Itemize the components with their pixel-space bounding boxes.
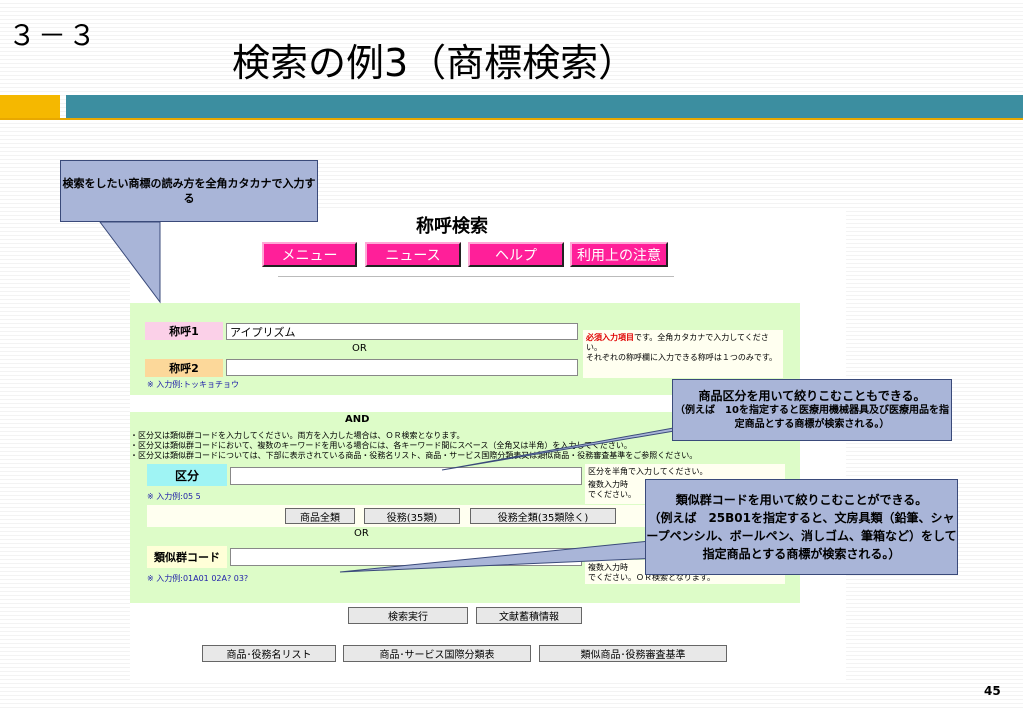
accent-rule	[0, 118, 1023, 120]
search-execute-button[interactable]: 検索実行	[348, 607, 468, 624]
shoko1-label: 称呼1	[145, 322, 223, 340]
required-label: 必須入力項目	[586, 333, 634, 342]
or-label-1: OR	[352, 343, 367, 354]
and-label: AND	[345, 414, 370, 425]
instruction-3: ・区分又は類似群コードについては、下部に表示されている商品・役務名リスト、商品・…	[130, 451, 698, 460]
nav-help-button[interactable]: ヘルプ	[468, 242, 564, 267]
kubun-input[interactable]	[230, 467, 582, 485]
callout-bottom-heading: 類似群コードを用いて絞りこむことができる。	[675, 493, 928, 507]
single-shoko-text: それぞれの称呼欄に入力できる称呼は１つのみです。	[586, 353, 778, 362]
nav-divider	[278, 276, 674, 277]
kubun-note-line1: 区分を半角で入力してください。	[588, 467, 708, 476]
kubun-label: 区分	[147, 464, 227, 486]
services-class35-button[interactable]: 役務(35類)	[364, 508, 460, 524]
kubun-note-line2: 複数入力時	[588, 480, 628, 489]
international-classification-button[interactable]: 商品･サービス国際分類表	[343, 645, 531, 662]
ruiji-note-line1: 複数入力時	[588, 563, 628, 572]
slide-title: 検索の例3（商標検索）	[232, 41, 637, 85]
ruiji-example: ※ 入力例:01A01 02A? 03?	[147, 574, 249, 583]
form-separator	[130, 395, 800, 412]
callout-middle-heading: 商品区分を用いて絞りこむこともできる。	[698, 388, 926, 403]
or-label-2: OR	[354, 528, 369, 539]
ruiji-note-line2: でください。ＯＲ検索となります。	[588, 573, 715, 582]
accent-bar-teal	[66, 95, 1023, 118]
literature-info-button[interactable]: 文献蓄積情報	[476, 607, 582, 624]
callout-middle: 商品区分を用いて絞りこむこともできる。 （例えば 10を指定すると医療用機械器具…	[672, 379, 952, 441]
services-all-except35-button[interactable]: 役務全類(35類除く)	[470, 508, 616, 524]
middle-callout-pointer	[441, 424, 711, 471]
search-heading: 称呼検索	[416, 216, 488, 237]
instructions: ・区分又は類似群コードを入力してください。両方を入力した場合は、ＯＲ検索となりま…	[130, 431, 795, 461]
instruction-1: ・区分又は類似群コードを入力してください。両方を入力した場合は、ＯＲ検索となりま…	[130, 431, 465, 440]
top-callout-pointer	[99, 221, 161, 304]
goods-all-classes-button[interactable]: 商品全類	[285, 508, 355, 524]
page-number: 45	[984, 684, 1001, 698]
nav-terms-button[interactable]: 利用上の注意	[570, 242, 668, 267]
shoko2-input[interactable]	[226, 359, 578, 376]
callout-middle-detail: （例えば 10を指定すると医療用機械器具及び医療用品を指定商品とする商標が検索さ…	[675, 404, 949, 430]
accent-bar-orange	[0, 95, 60, 118]
ruiji-label: 類似群コード	[147, 546, 227, 568]
shoko2-label: 称呼2	[145, 359, 223, 377]
instruction-2: ・区分又は類似群コードにおいて、複数のキーワードを用いる場合には、各キーワード間…	[130, 441, 632, 450]
goods-services-list-button[interactable]: 商品･役務名リスト	[202, 645, 336, 662]
callout-bottom-detail: （例えば 25B01を指定すると、文房具類（鉛筆、シャープペンシル、ボールペン、…	[646, 511, 957, 561]
similar-goods-criteria-button[interactable]: 類似商品･役務審査基準	[539, 645, 727, 662]
kubun-note-line3: でください。	[588, 490, 636, 499]
shoko1-input[interactable]	[226, 323, 578, 340]
nav-menu-button[interactable]: メニュー	[262, 242, 357, 267]
required-text: です。全角カタカナで入力してください。	[586, 333, 769, 352]
shoko-note: 必須入力項目です。全角カタカナで入力してください。 それぞれの称呼欄に入力できる…	[583, 330, 783, 378]
slide-number-top: ３－３	[8, 19, 99, 52]
callout-bottom: 類似群コードを用いて絞りこむことができる。 （例えば 25B01を指定すると、文…	[645, 479, 958, 575]
shoko-example: ※ 入力例:トッキョチョウ	[147, 380, 239, 389]
nav-news-button[interactable]: ニュース	[365, 242, 461, 267]
bottom-callout-pointer	[339, 539, 661, 573]
callout-top: 検索をしたい商標の読み方を全角カタカナで入力する	[60, 160, 318, 222]
kubun-example: ※ 入力例:05 5	[147, 492, 201, 501]
